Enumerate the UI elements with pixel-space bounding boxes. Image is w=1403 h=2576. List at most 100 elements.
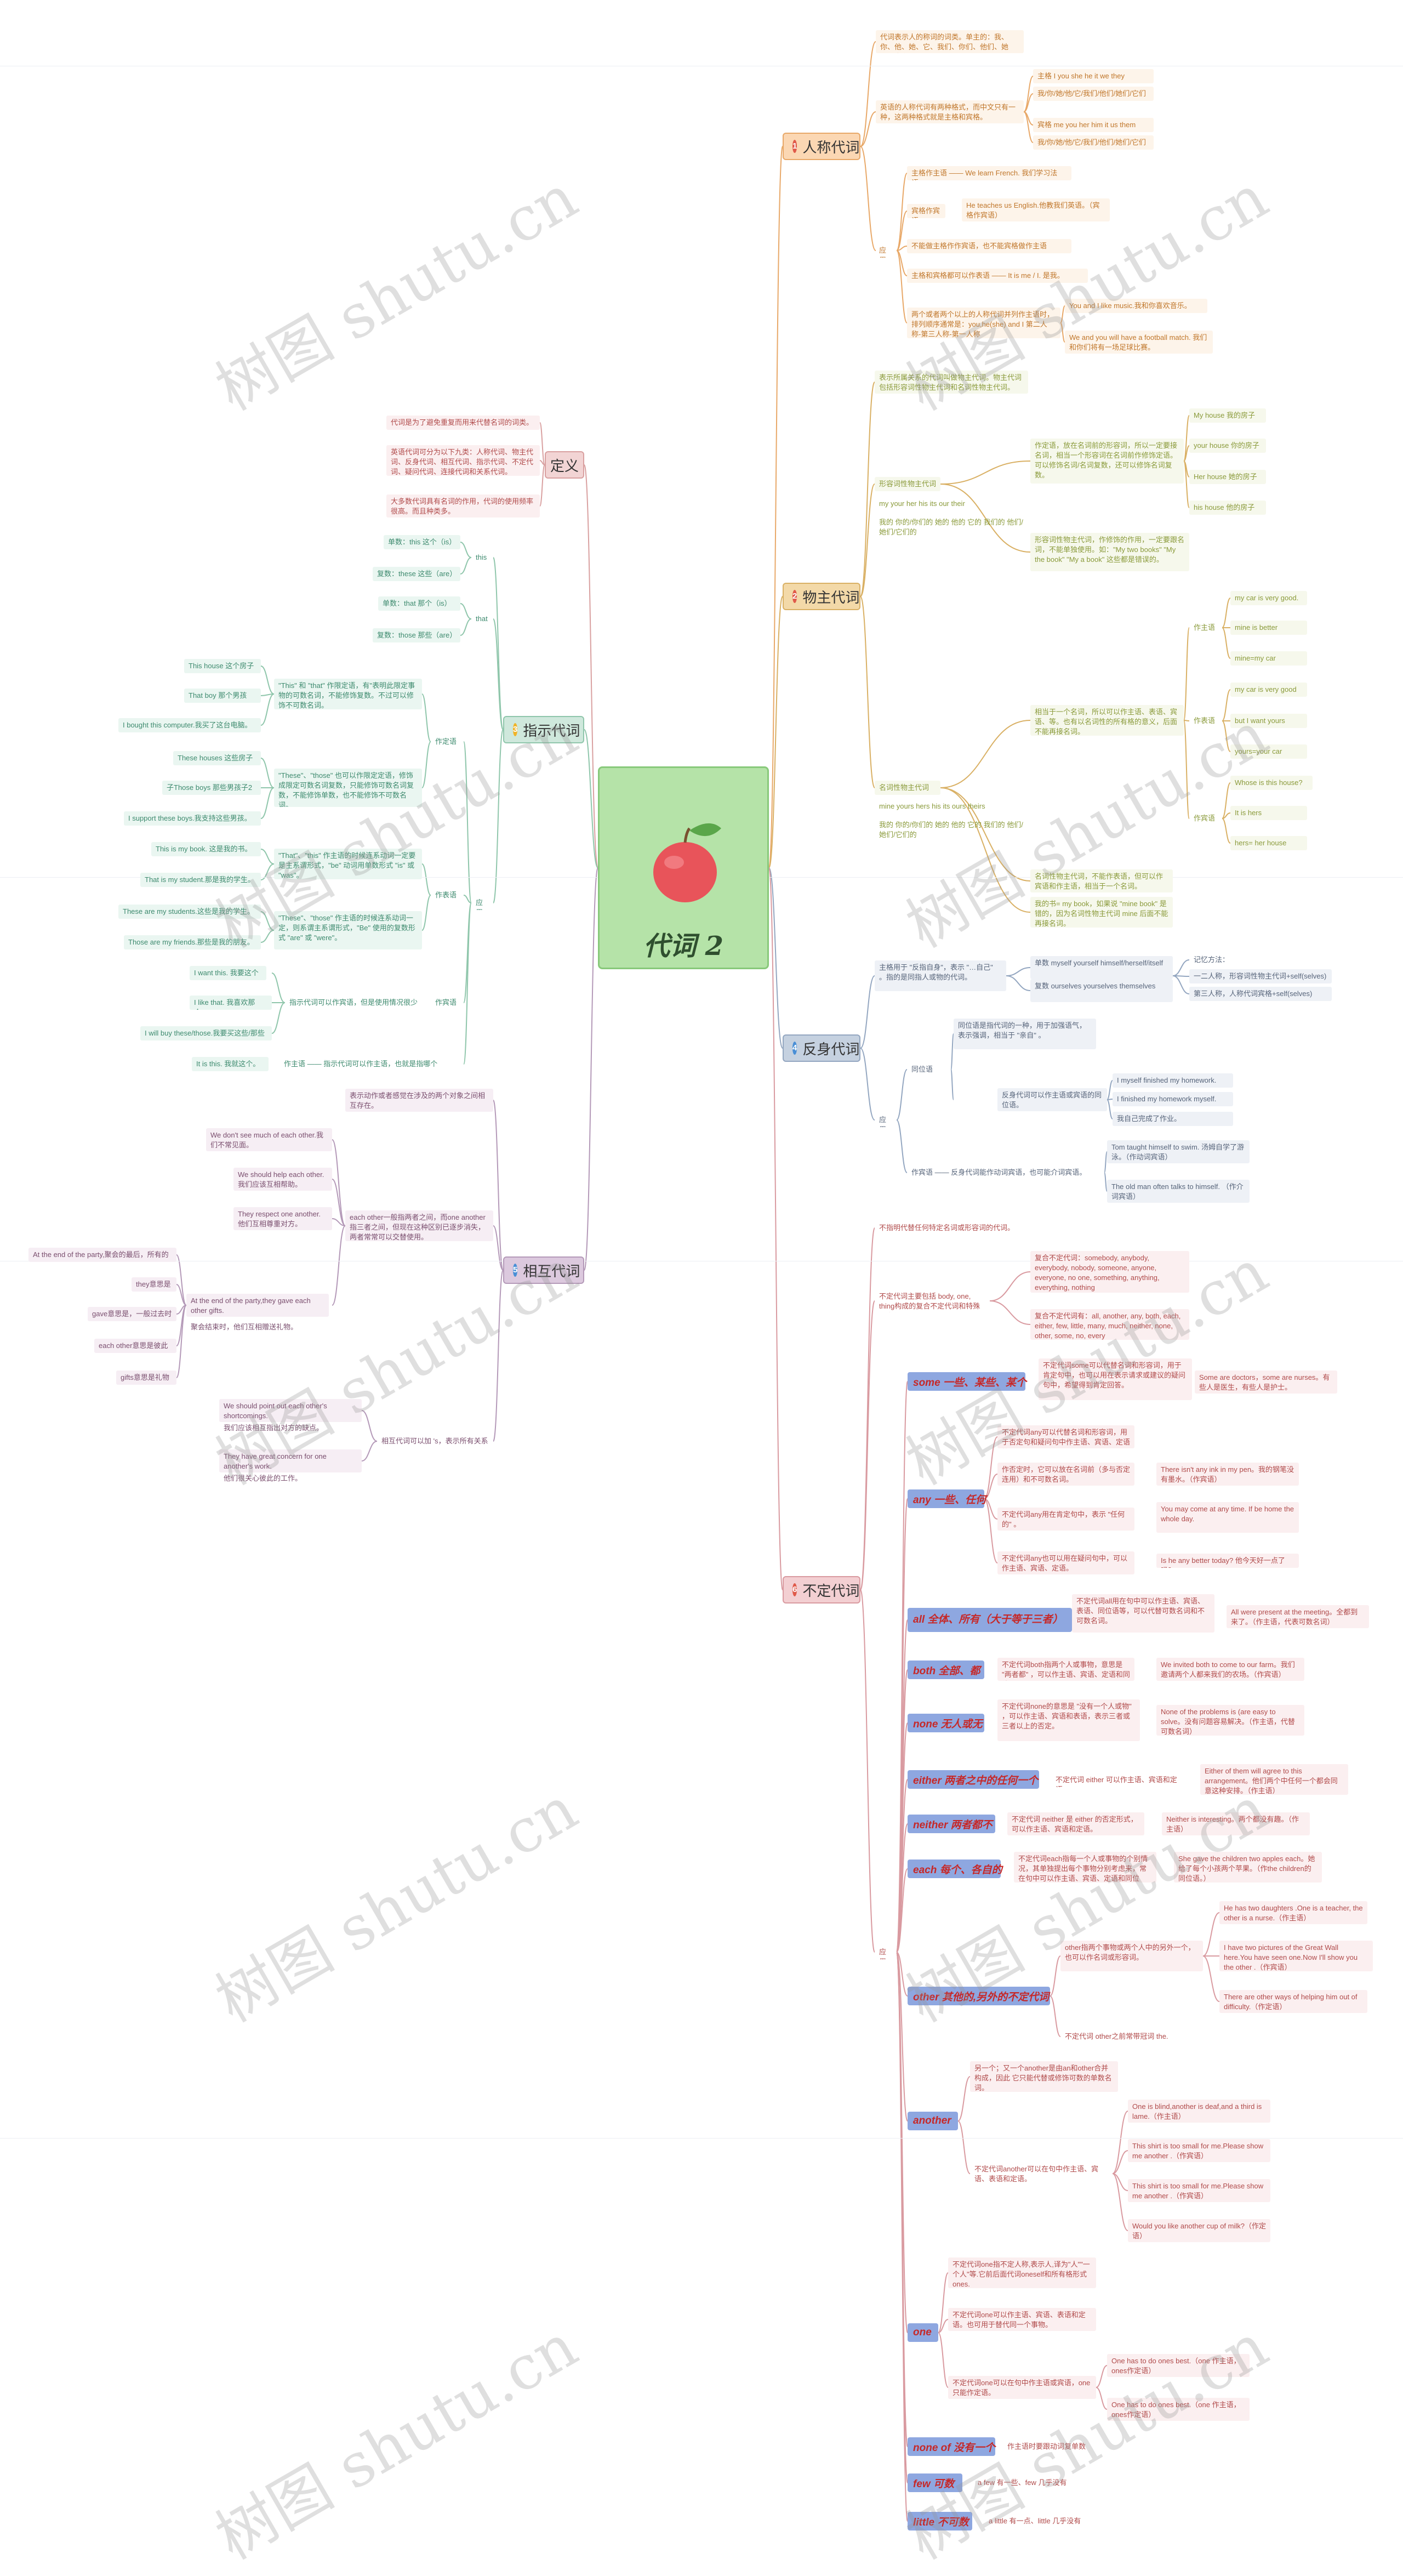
sub-other[interactable]: other 其他的,另外的不定代词 xyxy=(908,1987,1050,2005)
note: 复数 ourselves yourselves themselves xyxy=(1030,979,1173,1002)
note: That boy 那个男孩 xyxy=(184,689,261,703)
sub-both[interactable]: both 全部、都 xyxy=(908,1661,984,1679)
sub-some[interactable]: some 一些、某些、某个 xyxy=(908,1372,1026,1391)
connector-line xyxy=(1183,720,1190,819)
note: other指两个事物或两个人中的另外一个，也可以作名词或形容词。 xyxy=(1060,1941,1203,1971)
root-node[interactable]: 代词 2 xyxy=(598,766,769,969)
branch-label: 相互代词 xyxy=(523,1263,580,1280)
note: 复数：those 那些（are） xyxy=(373,628,460,642)
branch-reflexive-pronoun[interactable]: 4 反身代词 xyxy=(783,1034,860,1062)
note: my car is very good xyxy=(1230,683,1307,697)
note: 英语的人称代词有两种格式，而中文只有一种，这两种格式就是主格和宾格。 xyxy=(876,100,1024,123)
connector-line xyxy=(260,693,275,726)
note: They have great concern for one another'… xyxy=(219,1449,362,1472)
branch-definition[interactable]: 定义 xyxy=(545,451,584,479)
note: You and I like music.我和你喜欢音乐。 xyxy=(1065,299,1207,313)
connector-line xyxy=(957,2120,971,2174)
sub-none[interactable]: none 无人或无 xyxy=(908,1714,984,1732)
note: 代词是为了避免重复而用来代替名词的词类。 xyxy=(386,416,540,430)
sub-each[interactable]: each 每个、各自的 xyxy=(908,1860,1002,1878)
note: 记忆方法： xyxy=(1194,956,1230,964)
branch-personal-pronoun[interactable]: 1 人称代词 xyxy=(783,133,860,160)
connector-line xyxy=(1023,93,1034,112)
sub-little[interactable]: little 不可数 xyxy=(908,2512,972,2530)
note: 不定代词none的意思是 "没有一个人或物" ，可以作主语、宾语和表语，表示三者… xyxy=(997,1699,1140,1741)
note: I want this. 我要这个 xyxy=(190,966,266,980)
note: Either of them will agree to this arrang… xyxy=(1200,1764,1348,1795)
note: 作主语 —— 指示代词可以作主语，也就是指哪个 xyxy=(284,1060,438,1068)
note: 聚会结束时，他们互相赠送礼物。 xyxy=(191,1323,298,1331)
note: mine is better xyxy=(1230,621,1307,635)
note: 主格和宾格都可以作表语 —— It is me / I. 是我。 xyxy=(907,269,1088,283)
note: One is blind,another is deaf,and a third… xyxy=(1128,2100,1270,2123)
note: "These"、"those" 也可以作限定定语，修饰成限定可数名词复数，只能修… xyxy=(274,769,422,807)
note: 不定代词any可以代替名词和形容词，用于否定句和疑问句中作主语、宾语、定语等。 xyxy=(997,1425,1134,1448)
note-warning: 不能做主格作作宾语，也不能宾格做作主语 xyxy=(907,239,1071,253)
note: 相当于一个名词，所以可以作主语、表语、宾语、等。也有以名词性的所有格的意义，后面… xyxy=(1030,705,1184,736)
connector-line xyxy=(176,1254,187,1306)
connector-line xyxy=(260,849,275,865)
note: She gave the children two apples each。她给… xyxy=(1174,1852,1322,1883)
connector-line xyxy=(940,720,1031,788)
branch-possessive-pronoun[interactable]: 2 物主代词 xyxy=(783,583,860,610)
label-application: 应用 xyxy=(879,1948,887,1959)
note: 子Those boys 那些男孩子2 xyxy=(162,781,261,795)
apple-icon xyxy=(653,823,721,902)
note: 不指明代替任何特定名词或形容词的代词。 xyxy=(879,1224,1015,1232)
connector-line xyxy=(860,146,876,251)
note: each other意思是彼此 xyxy=(94,1339,176,1353)
label-application: 应用 xyxy=(879,1116,887,1127)
connector-line xyxy=(260,758,275,788)
note: My house 我的房子 xyxy=(1189,408,1266,423)
note: 大多数代词具有名词的作用，代词的使用频率很高。而且种类多。 xyxy=(386,494,540,518)
connector-line xyxy=(260,666,275,695)
note: You may come at any time. If be home the… xyxy=(1156,1502,1299,1533)
connector-line xyxy=(860,484,875,597)
connector-line xyxy=(1104,1151,1108,1173)
connector-line xyxy=(940,787,1031,882)
connector-line xyxy=(260,863,275,880)
note: 宾格 me you her him it us them xyxy=(1033,118,1154,132)
sub-none-of[interactable]: none of 没有一个 xyxy=(908,2437,995,2456)
connector-line xyxy=(260,930,275,943)
note: Those are my friends.那些是我的朋友。 xyxy=(124,935,261,949)
note: 单数：that 那个（is） xyxy=(378,596,460,611)
connector-line xyxy=(940,484,1031,553)
note: He teaches us English.他教我们英语。（宾格作宾语） xyxy=(962,198,1110,221)
branch-reciprocal-pronoun[interactable]: 5 相互代词 xyxy=(503,1256,584,1284)
connector-line xyxy=(493,557,504,730)
connector-line xyxy=(1006,975,1031,991)
sub-all[interactable]: all 全体、所有（大于等于三者） xyxy=(908,1608,1072,1632)
connector-line xyxy=(493,1100,504,1271)
grid-line xyxy=(0,2138,1403,2139)
connector-line xyxy=(1050,1955,1061,1997)
note: 不定代词any也可以用在疑问句中，可以作主语、宾语、定语。 xyxy=(997,1551,1134,1574)
note: These houses 这些房子 xyxy=(173,751,261,765)
sub-another[interactable]: another xyxy=(908,2112,958,2130)
note: 作主语 xyxy=(1194,623,1216,632)
connector-line xyxy=(584,867,598,1271)
sub-one[interactable]: one xyxy=(908,2323,938,2342)
note: 作定语 xyxy=(435,737,457,746)
branch-indefinite-pronoun[interactable]: 6 不定代词 xyxy=(783,1576,860,1603)
note: Neither is interesting。两个都没有趣。（作主语） xyxy=(1162,1812,1310,1835)
note: This shirt is too small for me.Please sh… xyxy=(1128,2179,1270,2202)
root-title: 代词 2 xyxy=(643,931,724,962)
connector-line xyxy=(460,603,472,619)
connector-line xyxy=(332,1139,346,1226)
branch-demonstrative-pronoun[interactable]: 3 指示代词 xyxy=(503,716,584,743)
note: but I want yours xyxy=(1230,714,1307,728)
sub-few[interactable]: few 可数 xyxy=(908,2473,962,2492)
sub-neither[interactable]: neither 两者都不 xyxy=(908,1815,995,1833)
note: 不定代词one指不定人称,表示人,译为"人""一个人"等.它前后面代词onese… xyxy=(948,2257,1096,2288)
note: mine yours hers his its ours theirs xyxy=(879,802,985,810)
note: mine=my car xyxy=(1230,651,1307,666)
note: This house 这个房子 xyxy=(184,659,261,673)
note: I bought this computer.我买了这台电脑。 xyxy=(118,718,261,732)
connector-line xyxy=(938,2319,949,2333)
label-application: 应用 xyxy=(476,899,483,910)
connector-line xyxy=(860,1048,875,1121)
sub-either[interactable]: either 两者之中的任何一个 xyxy=(908,1770,1039,1789)
sub-any[interactable]: any 一些、任何 xyxy=(908,1489,986,1508)
note: 作定语，放在名词前的形容词，所以一定要接名词，相当一个形容词在名词前作修饰定语。… xyxy=(1030,439,1184,484)
